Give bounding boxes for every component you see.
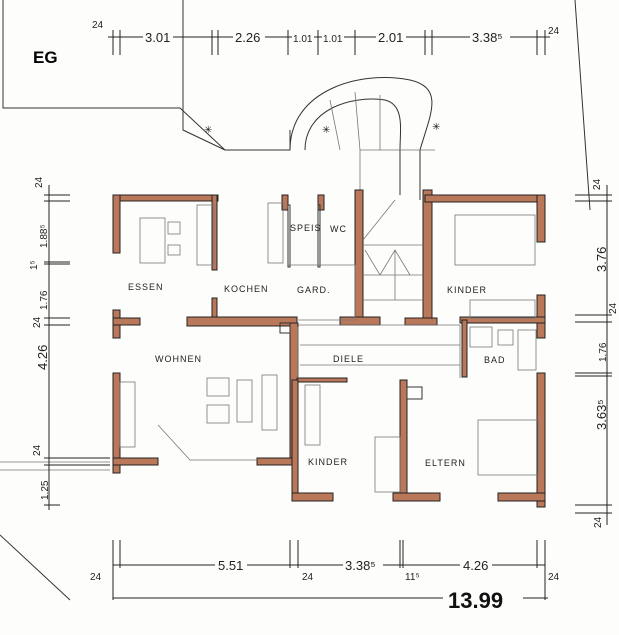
room-label-kinder-1: KINDER [447,285,487,295]
room-label-diele: DIELE [333,354,364,364]
room-label-eltern: ELTERN [425,458,466,468]
dimension-label: 24 [92,20,104,31]
dimension-chain-left: 24 1.88⁵ 1⁵ 1.76 24 4.26 24 1.25 [29,176,110,510]
dimension-label: 1.01 [293,34,313,45]
room-label-speis: SPEIS [290,223,322,233]
dimension-label: 1.76 [598,342,609,362]
room-label-bad: BAD [484,355,506,365]
dimension-label: 24 [90,572,102,583]
room-label-gard: GARD. [297,285,331,295]
room-label-wc: WC [330,224,347,234]
room-labels: ESSEN KOCHEN SPEIS WC GARD. KINDER WOHNE… [128,223,506,468]
dimension-label: 24 [548,26,560,37]
floor-title: EG [33,48,58,67]
light-fixture-icon: ✳ [204,125,212,136]
dimension-label: 3.38⁵ [345,558,376,573]
dimension-label: 4.26 [35,345,50,370]
dimension-label: 2.01 [378,30,403,45]
dimension-label: 5.51 [218,558,243,573]
dimension-label: 1.76 [39,290,50,310]
walls [112,189,546,508]
spiral-staircase: ✳ ✳ ✳ [204,77,440,200]
dimension-label: 3.38⁵ [472,30,503,45]
dimension-label: 24 [592,178,603,190]
dimension-label: 24 [32,444,43,456]
dimension-label: 24 [302,572,314,583]
dimension-label: 1.01 [323,34,343,45]
dimension-label: 24 [593,516,604,528]
dimension-label: 24 [32,316,43,328]
dimension-label: 3.01 [145,30,170,45]
dimension-chain-bottom: 24 5.51 24 3.38⁵ 11⁵ 4.26 24 13.99 [90,540,560,613]
total-length-label: 13.99 [448,588,503,613]
light-fixture-icon: ✳ [432,122,440,133]
dimension-label: 3.76 [594,247,609,272]
dimension-label: 1⁵ [29,260,40,270]
dimension-label: 3.63⁵ [594,399,609,430]
room-label-essen: ESSEN [128,282,164,292]
dimension-chain-top: 24 3.01 2.26 1.01 1.01 2.01 3.38⁵ 24 [92,20,560,55]
dimension-chain-right: 24 3.76 24 1.76 3.63⁵ 24 [575,178,619,528]
room-label-wohnen: WOHNEN [155,354,202,364]
interior-lines [119,199,539,493]
dimension-label: 1.88⁵ [39,224,50,248]
dimension-label: 4.26 [463,558,488,573]
dimension-label: 24 [608,302,619,314]
room-label-kochen: KOCHEN [224,284,269,294]
dimension-label: 24 [34,176,45,188]
dimension-label: 11⁵ [405,572,420,583]
room-label-kinder-2: KINDER [308,457,348,467]
dimension-label: 1.25 [40,480,51,500]
dimension-label: 2.26 [235,30,260,45]
light-fixture-icon: ✳ [322,125,330,136]
dimension-label: 24 [548,572,560,583]
